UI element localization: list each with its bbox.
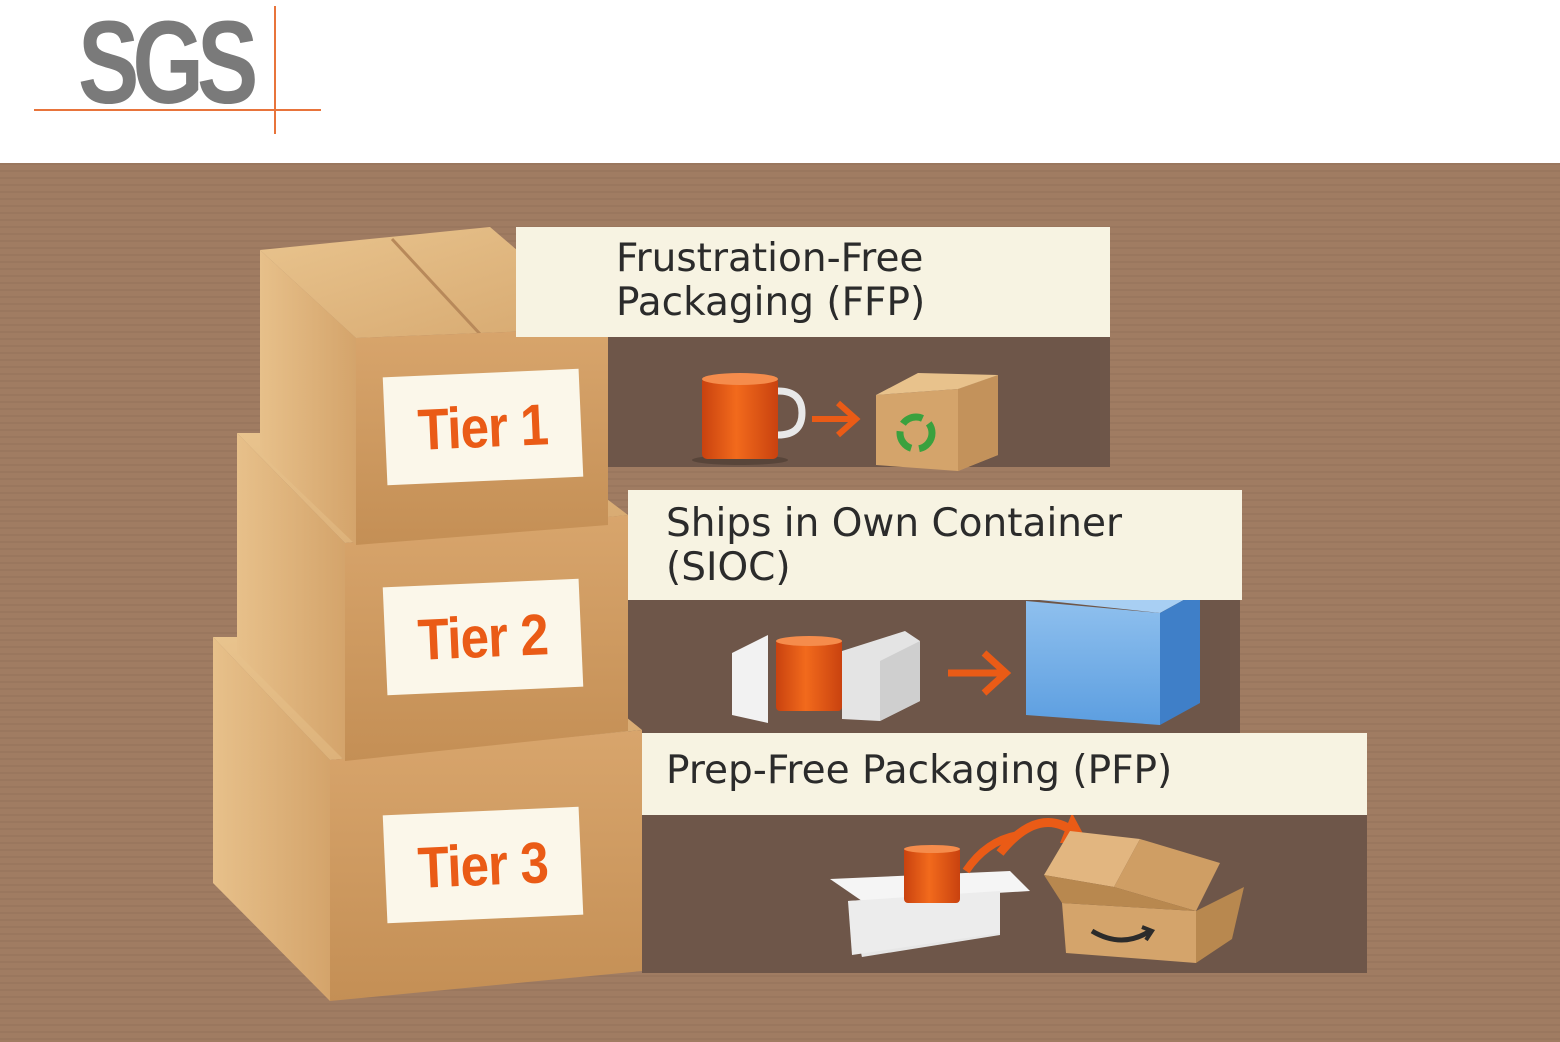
tier3-title: Prep-Free Packaging (PFP)	[642, 733, 1367, 815]
tier3-label: Tier 3	[383, 807, 584, 923]
logo-vertical-line	[274, 6, 276, 134]
packaging-tiers-illustration: Frustration-Free Packaging (FFP) Ships i…	[0, 163, 1560, 1042]
recycle-box-icon	[876, 373, 998, 471]
tier2-label-text: Tier 2	[417, 601, 550, 674]
tier1-label: Tier 1	[383, 369, 584, 485]
tier1-title: Frustration-Free Packaging (FFP)	[516, 227, 1110, 337]
tier2-title-line2: (SIOC)	[666, 546, 1242, 590]
tier1-band	[600, 337, 1110, 467]
tier3-title-line1: Prep-Free Packaging (PFP)	[666, 749, 1367, 793]
tier2-label: Tier 2	[383, 579, 584, 695]
tier2-title-line1: Ships in Own Container	[666, 502, 1242, 546]
tier1-label-text: Tier 1	[417, 391, 550, 464]
sgs-logo: SGS	[0, 0, 340, 140]
foam-insert-icon	[732, 631, 920, 723]
tier1-title-line2: Packaging (FFP)	[616, 281, 1110, 325]
logo-text: SGS	[78, 4, 251, 122]
tier1-title-line1: Frustration-Free	[616, 237, 1110, 281]
tier3-label-text: Tier 3	[417, 829, 550, 902]
logo-horizontal-line	[34, 109, 321, 111]
tier2-title: Ships in Own Container (SIOC)	[628, 490, 1242, 600]
